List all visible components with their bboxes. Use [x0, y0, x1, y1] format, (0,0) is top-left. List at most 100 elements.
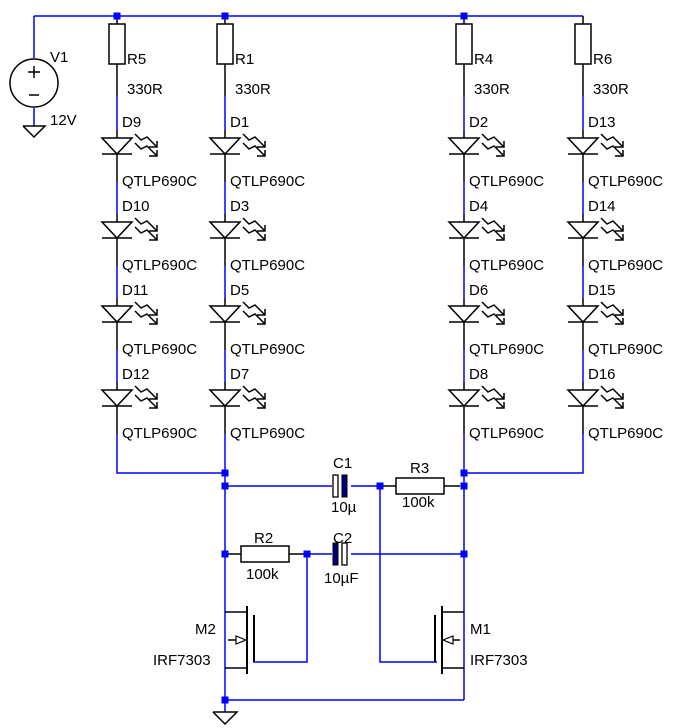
- led-icon: [208, 130, 266, 182]
- led-ref-label: D7: [230, 366, 249, 383]
- polarized-capacitor-icon: [332, 542, 348, 566]
- led-ref-label: D13: [588, 114, 616, 131]
- led-value-label: QTLP690C: [469, 257, 544, 274]
- m2-value-label: IRF7303: [153, 652, 211, 669]
- m1-gate-wire: [379, 486, 437, 663]
- led-icon: [566, 214, 624, 266]
- wires: [33, 15, 584, 712]
- v1-value-label: 12V: [50, 112, 77, 129]
- r1-ref-label: R1: [235, 51, 254, 68]
- r6-ref-label: R6: [593, 51, 612, 68]
- led-value-label: QTLP690C: [122, 341, 197, 358]
- junction-dot: [221, 482, 229, 490]
- resistor-icon: [216, 16, 234, 96]
- r3-ref-label: R3: [410, 460, 429, 477]
- led-value-label: QTLP690C: [469, 173, 544, 190]
- resistor-icon: [574, 16, 592, 96]
- polarized-capacitor-icon: [332, 474, 348, 498]
- r4-ref-label: R4: [474, 51, 493, 68]
- led-icon: [566, 382, 624, 434]
- led-value-label: QTLP690C: [230, 173, 305, 190]
- junction-dot: [303, 550, 311, 558]
- r5-ref-label: R5: [127, 51, 146, 68]
- right-string-join: [464, 434, 584, 474]
- nmos-transistor-icon: [225, 606, 255, 674]
- led-icon: [100, 298, 158, 350]
- junctions: [113, 12, 468, 704]
- m1-ref-label: M1: [470, 621, 491, 638]
- r2-value-label: 100k: [246, 566, 279, 583]
- led-value-label: QTLP690C: [122, 425, 197, 442]
- v1-ref-label: V1: [50, 49, 68, 66]
- led-icon: [566, 130, 624, 182]
- junction-dot: [460, 550, 468, 558]
- led-ref-label: D14: [588, 198, 616, 215]
- led-icon: [447, 130, 505, 182]
- junction-dot: [221, 469, 229, 477]
- led-ref-label: D9: [122, 114, 141, 131]
- led-value-label: QTLP690C: [588, 173, 663, 190]
- led-value-label: QTLP690C: [122, 173, 197, 190]
- resistor-icon: [380, 477, 460, 495]
- led-ref-label: D11: [122, 282, 148, 299]
- r5-value-label: 330R: [127, 81, 163, 98]
- junction-dot: [221, 550, 229, 558]
- led-value-label: QTLP690C: [230, 257, 305, 274]
- resistor-icon: [455, 16, 473, 96]
- led-value-label: QTLP690C: [469, 425, 544, 442]
- junction-dot: [460, 12, 468, 20]
- junction-dot: [221, 12, 229, 20]
- junction-dot: [113, 12, 121, 20]
- led-ref-label: D16: [588, 366, 616, 383]
- led-value-label: QTLP690C: [122, 257, 197, 274]
- m2-ref-label: M2: [195, 621, 216, 638]
- led-ref-label: D10: [122, 198, 150, 215]
- r1-value-label: 330R: [235, 81, 271, 98]
- led-ref-label: D6: [469, 282, 488, 299]
- led-icon: [100, 130, 158, 182]
- led-value-label: QTLP690C: [230, 425, 305, 442]
- led-ref-label: D15: [588, 282, 616, 299]
- led-ref-label: D8: [469, 366, 488, 383]
- junction-dot: [376, 482, 384, 490]
- ground-icon: [22, 125, 47, 139]
- led-ref-label: D2: [469, 114, 488, 131]
- m1-value-label: IRF7303: [470, 652, 528, 669]
- led-icon: [100, 214, 158, 266]
- nmos-transistor-icon: [434, 606, 464, 674]
- led-ref-label: D1: [230, 114, 249, 131]
- r2-ref-label: R2: [254, 530, 273, 547]
- labels: V112VR5330RD9QTLP690CD10QTLP690CD11QTLP6…: [50, 49, 663, 669]
- led-value-label: QTLP690C: [230, 341, 305, 358]
- resistor-icon: [108, 16, 126, 96]
- dc-voltage-source-icon: [9, 58, 59, 108]
- junction-dot: [460, 482, 468, 490]
- led-value-label: QTLP690C: [588, 425, 663, 442]
- led-ref-label: D5: [230, 282, 249, 299]
- led-icon: [208, 214, 266, 266]
- led-icon: [208, 382, 266, 434]
- r3-value-label: 100k: [402, 494, 435, 511]
- left-string-join: [116, 434, 225, 474]
- led-ref-label: D3: [230, 198, 249, 215]
- junction-dot: [460, 469, 468, 477]
- led-icon: [100, 382, 158, 434]
- resistor-icon: [225, 545, 305, 563]
- c2-value-label: 10µF: [324, 570, 359, 587]
- led-icon: [566, 298, 624, 350]
- m2-gate-wire: [253, 554, 308, 663]
- junction-dot: [221, 696, 229, 704]
- components: [9, 16, 624, 726]
- led-value-label: QTLP690C: [588, 341, 663, 358]
- led-icon: [447, 382, 505, 434]
- led-ref-label: D12: [122, 366, 150, 383]
- led-icon: [208, 298, 266, 350]
- ground-icon: [212, 711, 239, 726]
- led-ref-label: D4: [469, 198, 488, 215]
- r4-value-label: 330R: [474, 81, 510, 98]
- c1-value-label: 10µ: [331, 499, 357, 516]
- led-value-label: QTLP690C: [588, 257, 663, 274]
- c1-ref-label: C1: [333, 455, 352, 472]
- led-value-label: QTLP690C: [469, 341, 544, 358]
